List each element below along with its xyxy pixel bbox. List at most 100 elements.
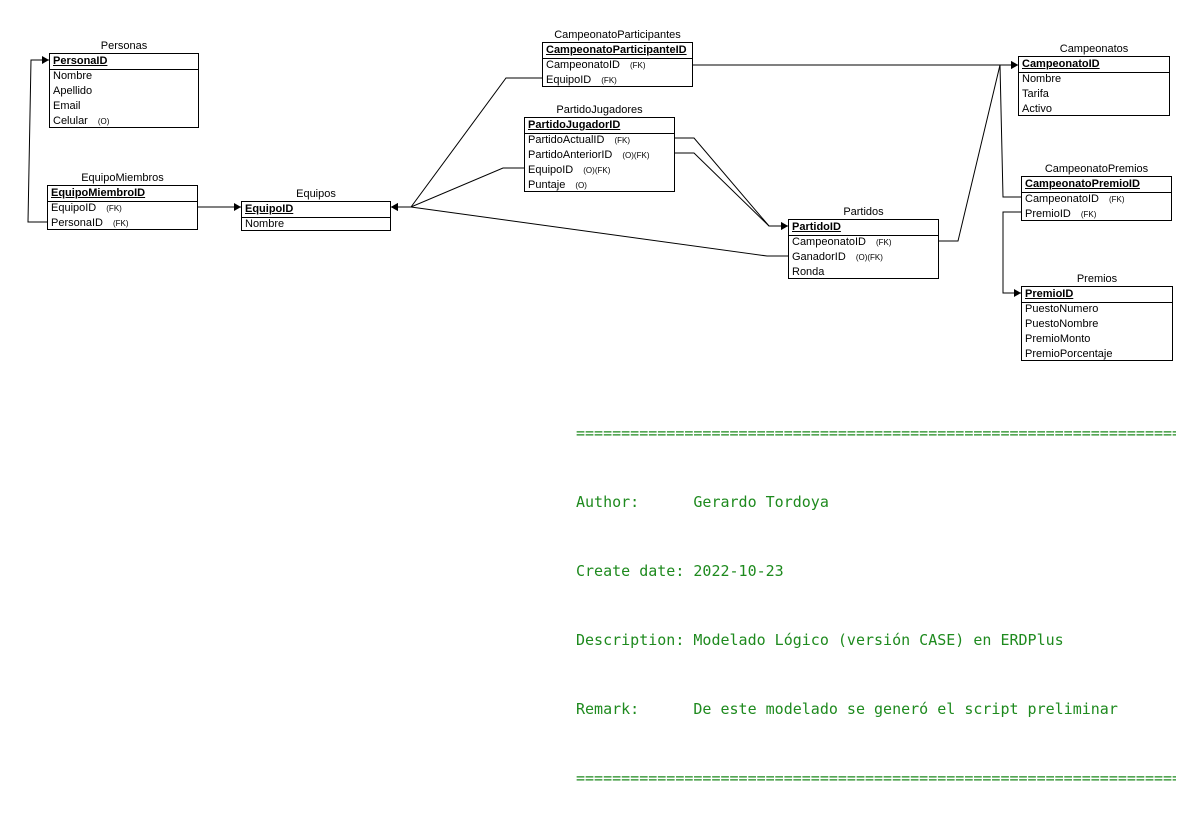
- attribute-flags: (O): [575, 181, 587, 190]
- attribute-flags: (FK): [1109, 195, 1125, 204]
- attribute-flags: (O)(FK): [583, 166, 611, 175]
- attribute-flags: (FK): [601, 76, 617, 85]
- notes-rule-top: ========================================…: [576, 424, 1176, 442]
- attribute: PartidoAnteriorID (O)(FK): [528, 148, 649, 163]
- entity-title: EquipoMiembros: [81, 172, 164, 184]
- primary-key-divider: [789, 235, 938, 236]
- primary-key-divider: [543, 58, 692, 59]
- attribute-name: PartidoJugadorID: [528, 119, 621, 131]
- relationship-line-partidos-to-campeonatos[interactable]: [939, 64, 1018, 242]
- attribute-name: PuestoNombre: [1025, 318, 1099, 330]
- notes-description-label: Description:: [576, 631, 685, 649]
- attribute-name: PartidoActualID: [528, 134, 605, 146]
- attribute-name: PuestoNumero: [1025, 303, 1099, 315]
- attribute-name: EquipoID: [546, 74, 592, 86]
- relationship-line-campeonato-participantes-to-equipos[interactable]: [391, 77, 542, 208]
- primary-key-attribute: PersonaID: [53, 54, 107, 69]
- arrowhead-icon: [1011, 61, 1018, 69]
- attribute-flags: (FK): [112, 219, 129, 228]
- attribute-flags: (FK): [106, 204, 122, 213]
- relationship-line-campeonato-premios-to-premios[interactable]: [1002, 211, 1021, 294]
- attribute-flags: (O)(FK): [622, 151, 650, 160]
- attribute: GanadorID (O)(FK): [792, 250, 883, 265]
- relationship-line-partido-jugadores-to-partidos[interactable]: [675, 152, 788, 227]
- attribute: CampeonatoID (FK): [792, 235, 892, 250]
- attribute-name: EquipoID: [51, 202, 97, 214]
- attribute: PremioMonto: [1025, 332, 1090, 347]
- attribute: PartidoActualID (FK): [528, 133, 630, 148]
- attribute-name: Nombre: [53, 70, 93, 82]
- entity-box: PartidoID CampeonatoID (FK) GanadorID (O)(FK…: [788, 219, 939, 279]
- attribute: Nombre: [53, 69, 92, 84]
- attribute-name: PremioID: [1025, 288, 1074, 300]
- attribute-name: PartidoID: [792, 221, 841, 233]
- attribute: PuestoNumero: [1025, 302, 1098, 317]
- notes-create-date-value: 2022-10-23: [693, 562, 784, 580]
- entity-title: CampeonatoParticipantes: [554, 29, 681, 41]
- attribute-name: EquipoID: [245, 203, 294, 215]
- attribute-name: Nombre: [245, 218, 285, 230]
- entity-title: Campeonatos: [1059, 43, 1129, 55]
- attribute-name: EquipoID: [528, 164, 574, 176]
- attribute-name: EquipoMiembroID: [51, 187, 146, 199]
- arrowhead-icon: [1014, 289, 1021, 297]
- notes-author-label: Author:: [576, 493, 640, 511]
- attribute-name: PersonaID: [53, 55, 108, 67]
- relationship-line-partido-jugadores-to-equipos[interactable]: [391, 167, 524, 208]
- attribute-name: PremioID: [1025, 208, 1071, 220]
- relationship-line-equipo-miembros-to-personas[interactable]: [27, 59, 49, 223]
- relationship-line-partido-jugadores-to-partidos[interactable]: [675, 137, 788, 227]
- notes-create-date-label: Create date:: [576, 562, 685, 580]
- attribute: EquipoID (FK): [51, 201, 122, 216]
- attribute-flags: (FK): [630, 61, 646, 70]
- attribute-name: Email: [53, 100, 81, 112]
- notes-remark-label: Remark:: [576, 700, 640, 718]
- primary-key-divider: [50, 69, 198, 70]
- attribute: PremioPorcentaje: [1025, 347, 1112, 362]
- attribute-name: Apellido: [53, 85, 93, 97]
- primary-key-divider: [48, 201, 197, 202]
- attribute: CampeonatoID(FK): [1025, 192, 1125, 207]
- primary-key-attribute: PartidoJugadorID: [528, 118, 620, 133]
- arrowhead-icon: [234, 203, 241, 211]
- attribute-name: PremioMonto: [1025, 333, 1091, 345]
- attribute: Tarifa: [1022, 87, 1049, 102]
- relationship-lines: [27, 56, 1021, 297]
- notes-remark: Remark: De este modelado se generó el sc…: [576, 698, 1176, 721]
- primary-key-attribute: PremioID: [1025, 287, 1073, 302]
- attribute-name: PartidoAnteriorID: [528, 149, 613, 161]
- notes-create-date: Create date: 2022-10-23: [576, 560, 1176, 583]
- entity-box: EquipoID Nombre: [241, 201, 391, 231]
- attribute: Apellido: [53, 84, 92, 99]
- entity-title: Premios: [1076, 273, 1118, 285]
- notes-author-value: Gerardo Tordoya: [693, 493, 829, 511]
- attribute-name: Puntaje: [528, 179, 566, 191]
- attribute: PremioID(FK): [1025, 207, 1096, 222]
- attribute-name: CampeonatoID: [792, 236, 866, 248]
- attribute-name: Celular: [53, 115, 88, 127]
- attribute-flags: (FK): [614, 136, 630, 145]
- relationship-line-campeonato-premios-to-campeonatos[interactable]: [999, 64, 1021, 198]
- attribute-flags: (O)(FK): [855, 253, 883, 262]
- attribute-flags: (FK): [876, 238, 892, 247]
- notes-description-value: Modelado Lógico (versión CASE) en ERDPlu…: [693, 631, 1064, 649]
- relationship-line-partidos-to-equipos[interactable]: [391, 206, 788, 257]
- attribute-name: GanadorID: [792, 251, 846, 263]
- arrowhead-icon: [781, 222, 788, 230]
- attribute: Email: [53, 99, 81, 114]
- primary-key-attribute: CampeonatoID: [1022, 57, 1100, 72]
- entity-title: PartidoJugadores: [556, 104, 643, 116]
